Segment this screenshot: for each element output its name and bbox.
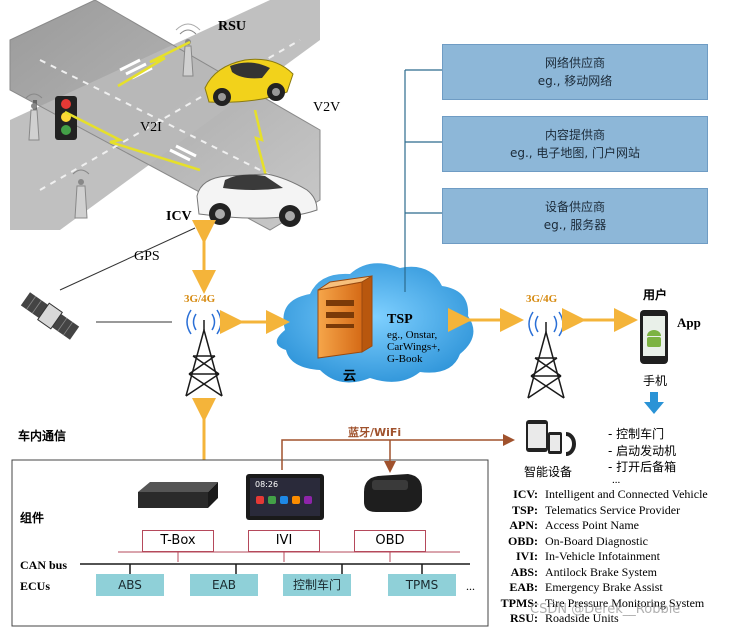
- glossary-item: TPMS:Tire Pressure Monitoring System: [500, 595, 705, 610]
- glossary-list: ICV:Intelligent and Connected Vehicle TS…: [500, 487, 708, 627]
- satellite-icon: [20, 292, 80, 340]
- ecus-label: ECUs: [20, 579, 51, 593]
- roadside-antenna-bottom-icon: [72, 169, 90, 219]
- provider-content: 内容提供商 eg., 电子地图, 门户网站: [442, 116, 708, 172]
- provider-name: 内容提供商: [544, 128, 605, 142]
- phone-down-arrow-icon: [644, 392, 664, 414]
- glossary-item: RSU:Roadside Units: [509, 611, 619, 625]
- network-left-label: 3G/4G: [184, 293, 216, 305]
- glossary-item: OBD:On-Board Diagnostic: [508, 533, 648, 548]
- phone-action-ellipsis: ...: [612, 474, 621, 486]
- phone-action-item: - 启动发动机: [608, 444, 677, 458]
- glossary-item: ICV:Intelligent and Connected Vehicle: [513, 487, 708, 501]
- component-obd: OBD: [354, 530, 426, 552]
- ivi-screen-icon: [246, 474, 324, 520]
- phone-action-item: - 控制车门: [608, 427, 665, 441]
- gps-link-line: [59, 227, 196, 291]
- can-bus-line: [80, 563, 470, 574]
- provider-name: 设备供应商: [544, 200, 605, 214]
- tsp-title: TSP: [387, 312, 413, 327]
- app-label: App: [677, 315, 701, 330]
- ecu-tpms: TPMS: [388, 574, 456, 596]
- provider-network: 网络供应商 eg., 移动网络: [442, 44, 708, 100]
- cell-tower-right-icon: [527, 311, 565, 399]
- network-arrows: [192, 220, 638, 486]
- glossary-item: APN:Access Point Name: [509, 518, 639, 532]
- cloud-shape: [276, 263, 474, 383]
- tsp-server-icon: [317, 275, 373, 359]
- bt-wifi-label: 蓝牙/WiFi: [348, 426, 402, 439]
- tsp-example-line3: G-Book: [387, 353, 423, 365]
- wireless-link-bolts: [64, 40, 268, 177]
- provider-name: 网络供应商: [544, 56, 605, 70]
- glossary-item: TSP:Telematics Service Provider: [511, 502, 681, 517]
- tsp-example-line2: CarWings+,: [387, 341, 441, 353]
- glossary-item: IVI:In-Vehicle Infotainment: [515, 549, 660, 563]
- tbox-device-icon: [138, 482, 218, 508]
- cloud-label: 云: [343, 369, 357, 384]
- glossary-item: ABS:Antilock Brake System: [510, 564, 657, 579]
- can-bus-label: CAN bus: [20, 558, 68, 572]
- ivi-clock: 08:26: [255, 480, 279, 489]
- cell-tower-left-icon: [185, 309, 223, 397]
- ecu-door-control: 控制车门: [283, 574, 351, 596]
- ecu-abs: ABS: [96, 574, 164, 596]
- ecu-eab: EAB: [190, 574, 258, 596]
- component-tbox: T-Box: [142, 530, 214, 552]
- glossary-item: EAB:Emergency Brake Assist: [509, 580, 663, 594]
- phone-label: 手机: [643, 374, 668, 388]
- roadside-antenna-left-icon: [25, 93, 43, 141]
- tsp-example-line1: eg., Onstar,: [387, 329, 438, 341]
- provider-device: 设备供应商 eg., 服务器: [442, 188, 708, 244]
- network-right-label: 3G/4G: [526, 293, 558, 305]
- smart-device-icon: [526, 420, 576, 456]
- ecu-ellipsis: ...: [466, 579, 475, 593]
- v2v-label: V2V: [313, 100, 341, 115]
- sports-car-icon: [204, 58, 294, 106]
- provider-example: eg., 电子地图, 门户网站: [509, 146, 641, 160]
- v2i-label: V2I: [140, 120, 162, 135]
- obd-device-icon: [364, 474, 422, 512]
- gps-label: GPS: [134, 249, 160, 264]
- component-ivi: IVI: [248, 530, 320, 552]
- watermark: CSDN @Derek__Robbie: [530, 602, 681, 617]
- provider-example: eg., 服务器: [543, 218, 607, 232]
- provider-connector: [404, 69, 442, 292]
- smart-device-label: 智能设备: [524, 465, 573, 479]
- icv-car-icon: [196, 173, 318, 227]
- bt-wifi-line: [281, 434, 515, 473]
- in-vehicle-label: 车内通信: [18, 429, 67, 443]
- components-label: 组件: [20, 511, 45, 525]
- phone-icon: [640, 310, 668, 364]
- phone-action-item: - 打开后备箱: [608, 460, 677, 474]
- rsu-label: RSU: [218, 19, 247, 34]
- component-bus: [118, 551, 460, 562]
- provider-example: eg., 移动网络: [537, 74, 613, 88]
- icv-label: ICV: [166, 209, 192, 224]
- user-label: 用户: [643, 288, 668, 302]
